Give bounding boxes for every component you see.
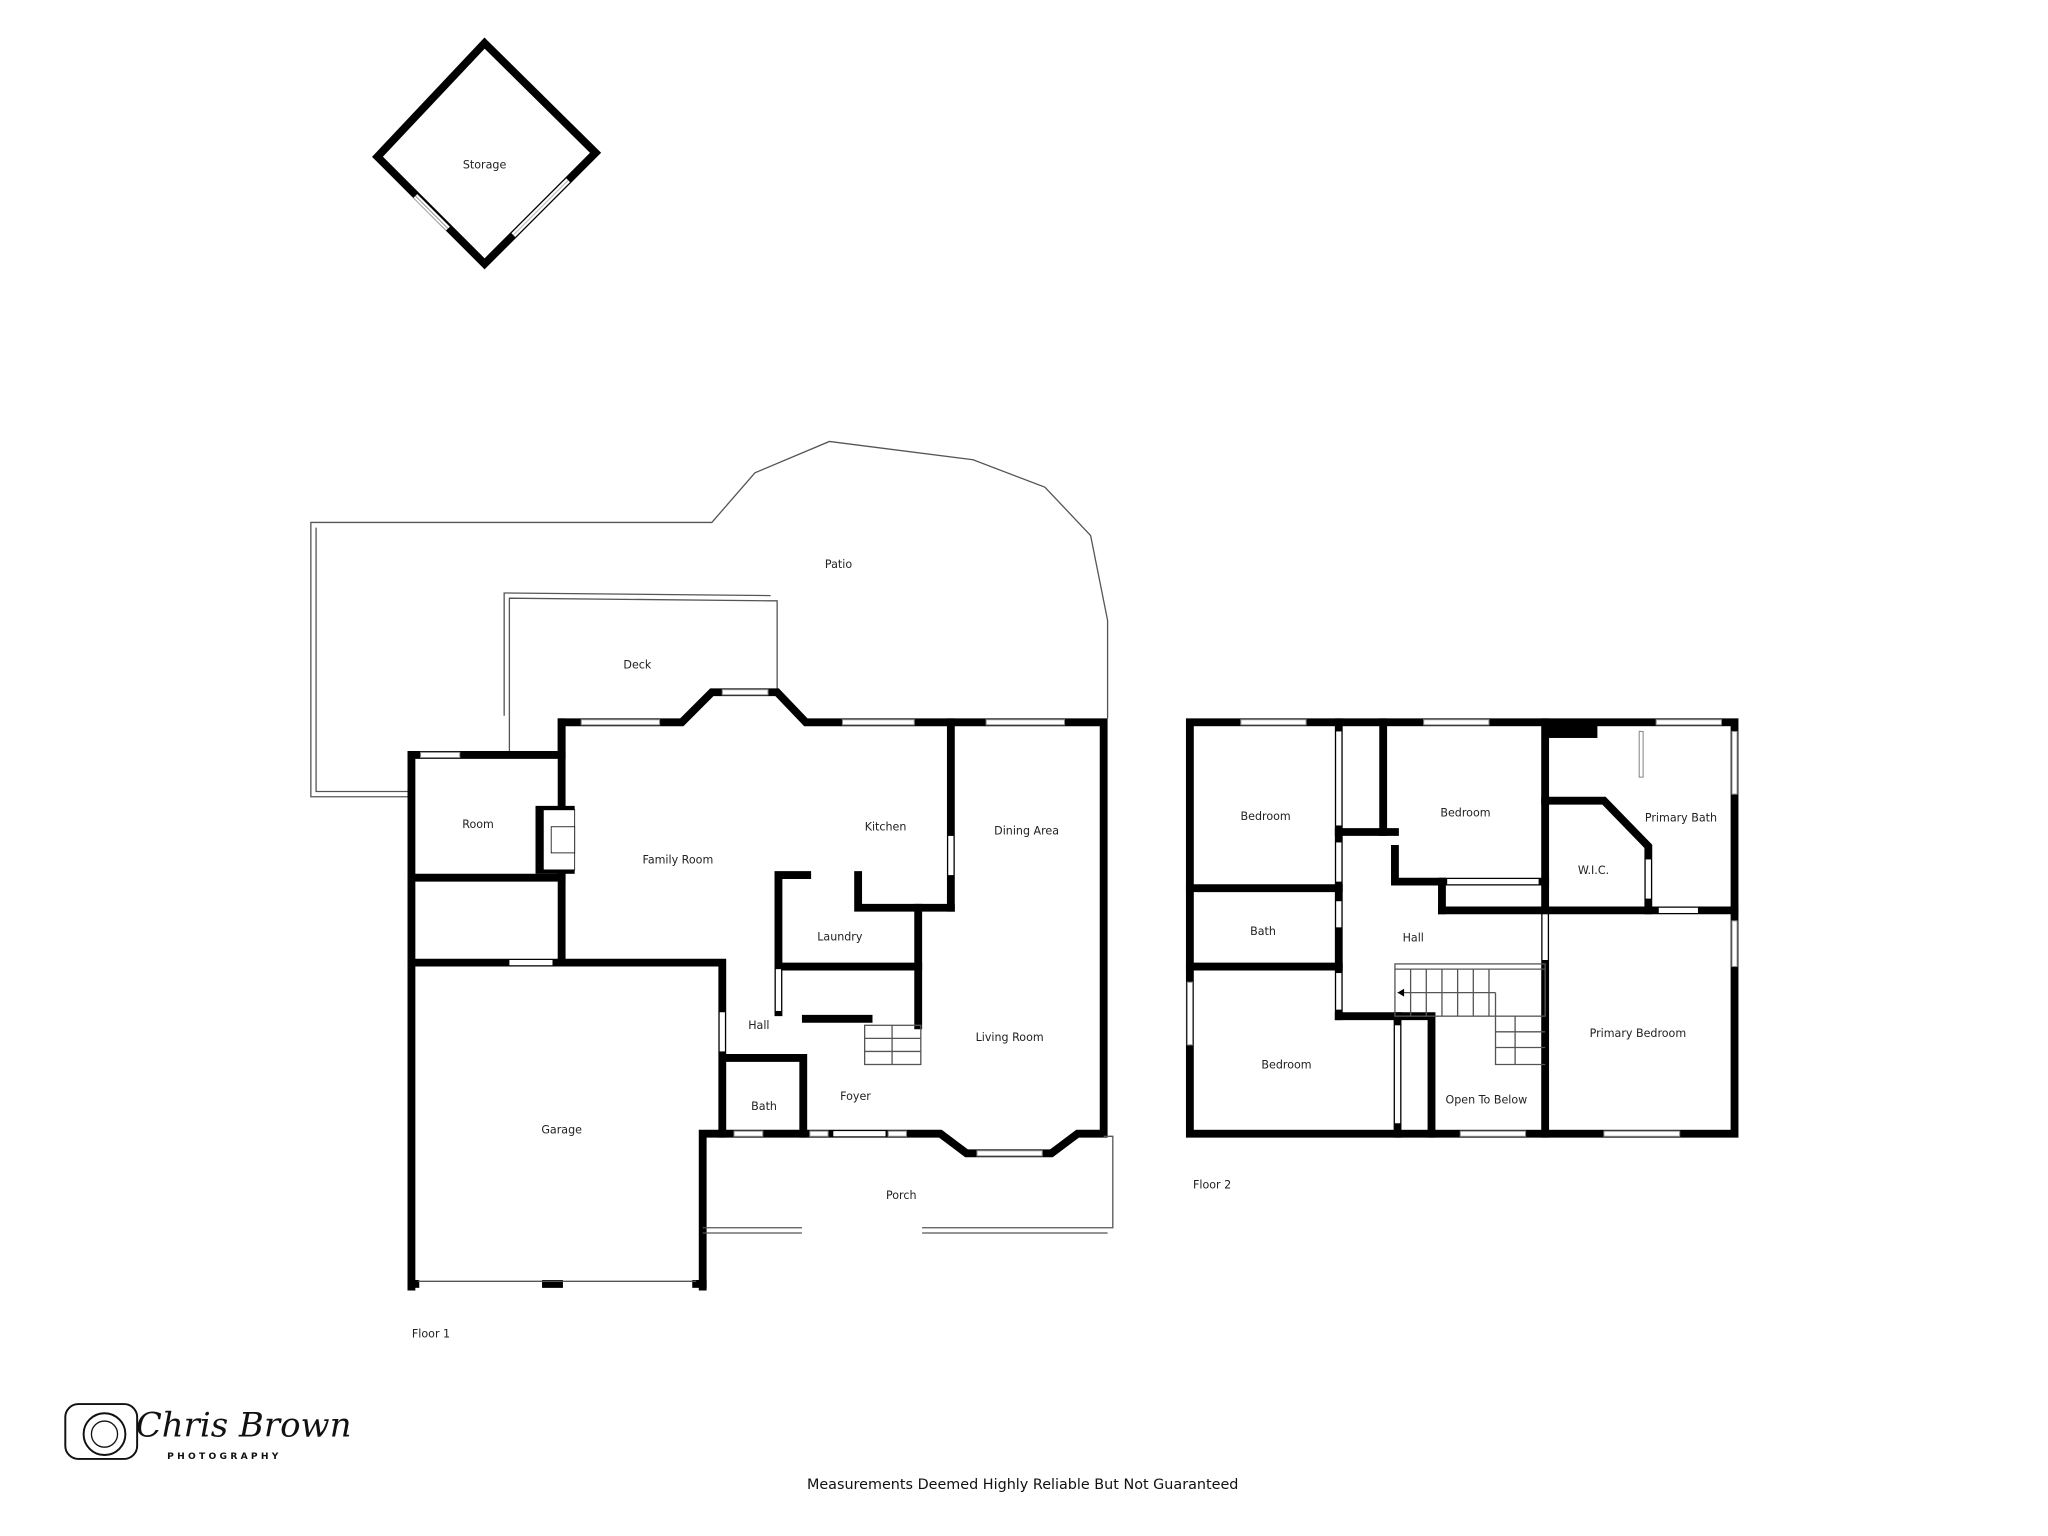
logo-sub: PHOTOGRAPHY bbox=[167, 1452, 281, 1462]
room-label-wic: W.I.C. bbox=[1578, 864, 1609, 877]
room-label-bedroom-n: Bedroom bbox=[1440, 806, 1490, 819]
stairs-floor2 bbox=[1394, 963, 1546, 1066]
room-label-storage: Storage bbox=[463, 158, 507, 171]
room-label-porch: Porch bbox=[886, 1189, 917, 1202]
room-label-patio: Patio bbox=[825, 558, 852, 571]
patio-outline bbox=[310, 440, 1109, 798]
room-label-laundry: Laundry bbox=[817, 930, 863, 943]
floor1-title: Floor 1 bbox=[412, 1327, 450, 1340]
room-label-bedroom-sw: Bedroom bbox=[1261, 1058, 1311, 1071]
floor1-labels: Patio Deck Room Family Room Kitchen Dini… bbox=[412, 558, 1059, 1340]
floor1-walls bbox=[407, 688, 1114, 1291]
floor2-walls bbox=[1185, 718, 1739, 1138]
room-label-room: Room bbox=[462, 818, 494, 831]
room-label-hall-f2: Hall bbox=[1403, 932, 1424, 945]
room-label-kitchen: Kitchen bbox=[865, 821, 907, 834]
storage-building: Storage bbox=[372, 37, 602, 270]
room-label-hall: Hall bbox=[748, 1019, 769, 1032]
room-label-bath-f2: Bath bbox=[1250, 925, 1276, 938]
disclaimer-text: Measurements Deemed Highly Reliable But … bbox=[807, 1477, 1238, 1493]
logo-name: Chris Brown bbox=[136, 1406, 352, 1446]
room-label-bath: Bath bbox=[751, 1100, 777, 1113]
room-label-foyer: Foyer bbox=[840, 1090, 871, 1103]
camera-icon bbox=[64, 1403, 139, 1460]
room-label-dining-area: Dining Area bbox=[994, 825, 1059, 838]
floor2-title: Floor 2 bbox=[1193, 1179, 1231, 1192]
photographer-logo: Chris Brown PHOTOGRAPHY bbox=[64, 1403, 352, 1462]
room-label-primary-bath: Primary Bath bbox=[1645, 812, 1717, 825]
room-label-family-room: Family Room bbox=[642, 853, 713, 866]
room-label-living-room: Living Room bbox=[976, 1031, 1044, 1044]
room-label-deck: Deck bbox=[623, 659, 651, 672]
room-label-bedroom-nw: Bedroom bbox=[1241, 810, 1291, 823]
room-label-primary-bedroom: Primary Bedroom bbox=[1590, 1027, 1687, 1040]
room-label-garage: Garage bbox=[541, 1124, 582, 1137]
floor2-labels: Bedroom Bedroom Primary Bath W.I.C. Bath… bbox=[1193, 806, 1717, 1191]
stairs bbox=[864, 1024, 922, 1066]
room-label-open-to-below: Open To Below bbox=[1445, 1094, 1527, 1107]
